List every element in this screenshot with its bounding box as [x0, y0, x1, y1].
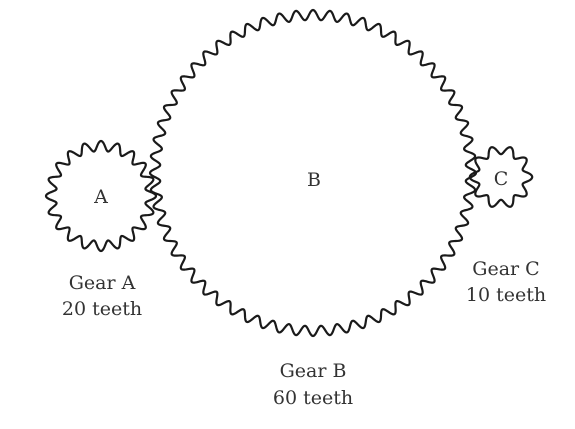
gear-c-letter: C: [494, 168, 509, 190]
gear-a-caption-teeth: 20 teeth: [62, 298, 142, 320]
gear-c-outline: [468, 146, 534, 208]
gear-a: A: [44, 139, 158, 253]
gear-a-letter: A: [93, 186, 108, 208]
gear-b: B: [148, 8, 478, 338]
gear-c-caption-teeth: 10 teeth: [466, 284, 546, 306]
gear-a-caption: Gear A 20 teeth: [62, 272, 142, 320]
gear-c-caption-name: Gear C: [472, 258, 539, 280]
gear-b-outline: [148, 8, 478, 338]
gear-a-caption-name: Gear A: [69, 272, 136, 294]
gear-b-letter: B: [307, 169, 321, 191]
gear-a-outline: [44, 139, 158, 253]
gear-b-caption-name: Gear B: [280, 360, 347, 382]
gear-b-caption: Gear B 60 teeth: [273, 360, 353, 409]
gear-b-caption-teeth: 60 teeth: [273, 387, 353, 409]
gear-c-caption: Gear C 10 teeth: [466, 258, 546, 306]
gear-c: C: [468, 146, 534, 208]
